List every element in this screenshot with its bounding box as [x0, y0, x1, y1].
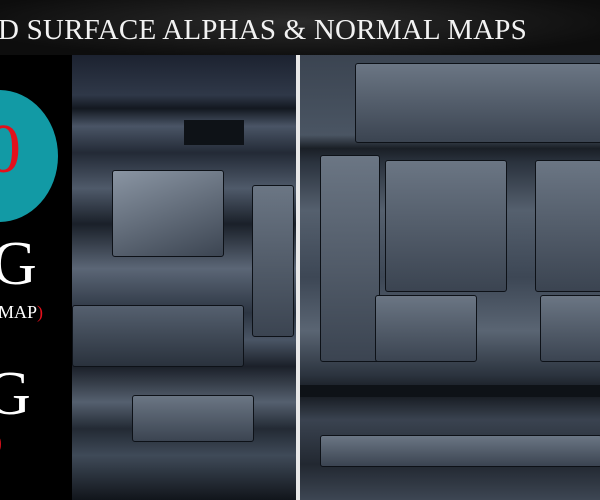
texture-preview-normal: [300, 55, 600, 500]
panel-block: [72, 305, 244, 367]
format-sublabel-text: MAP: [0, 302, 38, 322]
format-sublabel-paren: ): [37, 302, 44, 322]
panel-seam: [300, 385, 600, 397]
feature-sidebar: 0 G MAP) G ): [0, 55, 72, 500]
panel-divider: [296, 55, 300, 500]
header-banner: D SURFACE ALPHAS & NORMAL MAPS: [0, 0, 600, 55]
panel-block: [252, 185, 294, 337]
format-label-1: G: [0, 230, 37, 298]
panel-block: [320, 435, 600, 467]
vent-grille: [184, 120, 244, 145]
badge-number: 0: [0, 111, 21, 188]
panel-block: [112, 170, 224, 257]
format-sublabel-1: MAP): [0, 303, 43, 321]
panel-block: [385, 160, 507, 292]
panel-block: [355, 63, 600, 143]
panel-block: [535, 160, 600, 292]
format-sublabel-2-paren: ): [0, 431, 2, 455]
panel-block: [320, 155, 380, 362]
panel-block: [540, 295, 600, 362]
page-title: D SURFACE ALPHAS & NORMAL MAPS: [0, 14, 527, 46]
panel-block: [132, 395, 254, 442]
format-label-2: G: [0, 360, 31, 428]
texture-preview-alpha: [72, 55, 296, 500]
panel-block: [375, 295, 477, 362]
